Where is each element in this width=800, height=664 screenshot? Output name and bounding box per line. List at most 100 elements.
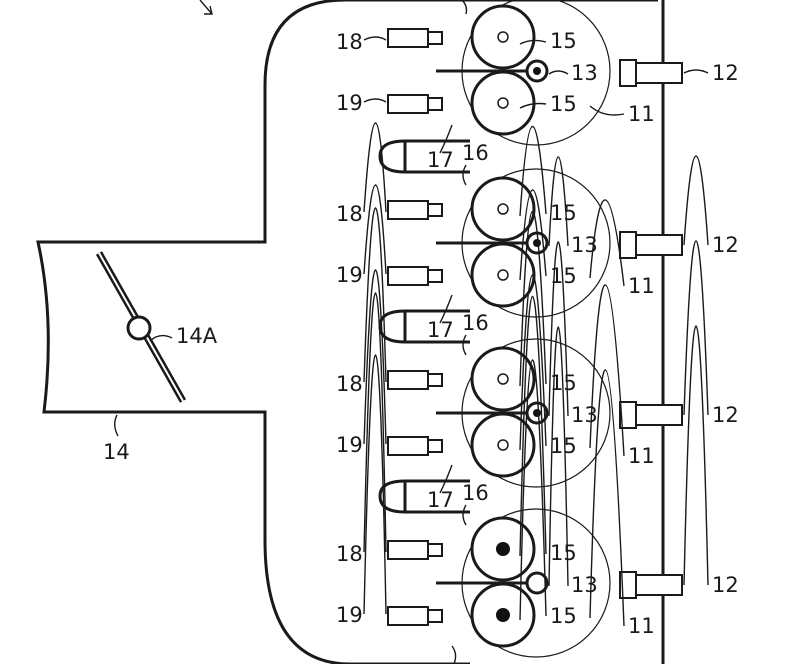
units-layer: 18 19 15 15 13 12 11 18 19 15 15 13 12 11 18 19 15 15 13 12… [336,0,739,658]
label-sensor-18: 18 [336,122,387,226]
svg-text:16: 16 [462,311,489,335]
supply-device [619,59,683,87]
svg-text:17: 17 [427,148,454,172]
lower-roller [470,242,536,308]
lower-roller [470,582,536,648]
sensor-19 [387,436,443,456]
svg-text:14A: 14A [176,324,218,348]
upper-roller [470,176,536,242]
label-nip-roller: 13 [548,241,598,427]
label-damper: 14A [149,324,218,348]
label-guide-16: 16 [462,311,489,356]
svg-text:18: 18 [336,542,363,566]
svg-text:12: 12 [712,573,739,597]
label-guide-17: 17 [427,124,454,172]
svg-text:17: 17 [427,488,454,512]
svg-text:15: 15 [550,604,577,628]
duct-outline [36,0,658,664]
label-roller-upper: 15 [519,29,577,53]
label-sensor-18: 18 [336,207,387,396]
svg-text:13: 13 [571,573,598,597]
upper-roller [470,346,536,412]
label-roller-upper: 15 [519,125,577,225]
label-supply: 12 [683,155,739,257]
label-roller-upper: 15 [519,296,577,565]
lower-roller [470,70,536,136]
svg-text:19: 19 [336,433,363,457]
sensor-18 [387,540,443,560]
unit-1: 18 19 15 15 13 12 11 [336,0,739,146]
svg-text:11: 11 [628,614,655,638]
svg-text:11: 11 [628,444,655,468]
sensor-18 [387,28,443,48]
label-guide-17: 17 [427,294,454,342]
supply-device [619,571,683,599]
svg-text:15: 15 [550,434,577,458]
label-sensor-18: 18 [336,30,387,54]
label-roller-lower: 15 [519,359,577,628]
label-sensor-18: 18 [336,292,387,566]
supply-device [619,231,683,259]
upper-roller [470,4,536,70]
svg-text:19: 19 [336,263,363,287]
supply-device [619,401,683,429]
svg-text:12: 12 [712,233,739,257]
svg-text:19: 19 [336,603,363,627]
svg-text:15: 15 [550,541,577,565]
sensor-18 [387,370,443,390]
svg-text:18: 18 [336,372,363,396]
lead-stub-bottom [451,645,457,664]
label-guide-17: 17 [427,464,454,512]
damper [95,251,187,403]
nip-roller [525,571,549,595]
upper-roller [470,516,536,582]
label-nip-roller: 13 [548,61,598,85]
svg-text:19: 19 [336,91,363,115]
label-sensor-19: 19 [336,269,387,457]
label-duct: 14 [103,414,130,464]
sensor-18 [387,200,443,220]
label-roller-lower: 15 [519,92,577,116]
label-supply: 12 [683,240,739,427]
sensor-19 [387,266,443,286]
svg-text:13: 13 [571,61,598,85]
svg-text:16: 16 [462,141,489,165]
svg-text:15: 15 [550,29,577,53]
unit-4: 18 19 15 15 13 12 11 [336,292,739,658]
svg-text:18: 18 [336,30,363,54]
label-supply: 12 [683,325,739,597]
arrow-fragment [199,0,213,15]
svg-text:13: 13 [571,403,598,427]
nip-roller [525,59,549,83]
label-sensor-19: 19 [336,91,387,115]
label-guide-16: 16 [462,141,489,186]
svg-text:11: 11 [628,274,655,298]
svg-text:11: 11 [628,102,655,126]
label-unit: 11 [589,284,655,468]
svg-text:15: 15 [550,201,577,225]
svg-text:16: 16 [462,481,489,505]
label-guide-16: 16 [462,481,489,526]
svg-text:12: 12 [712,403,739,427]
svg-text:15: 15 [550,92,577,116]
label-unit: 11 [589,102,655,126]
label-unit: 11 [589,369,655,638]
label-sensor-19: 19 [336,184,387,287]
svg-text:18: 18 [336,202,363,226]
sensor-19 [387,94,443,114]
svg-text:17: 17 [427,318,454,342]
svg-text:14: 14 [103,440,130,464]
label-supply: 12 [683,61,739,85]
lead-stub-top [461,0,468,15]
label-unit: 11 [589,199,655,298]
sensor-19 [387,606,443,626]
svg-text:12: 12 [712,61,739,85]
label-nip-roller: 13 [548,326,598,597]
label-roller-lower: 15 [519,274,577,458]
